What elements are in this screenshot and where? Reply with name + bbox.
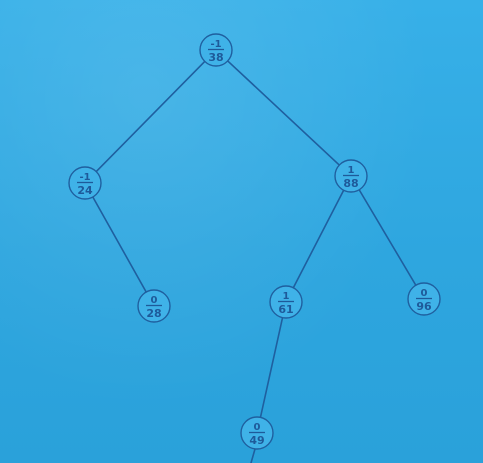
node-key: 28 — [146, 307, 161, 320]
tree-node-88: 188 — [334, 159, 368, 193]
node-key: 96 — [416, 300, 432, 313]
edge-49-offscreen — [250, 448, 256, 463]
node-key: 49 — [249, 434, 264, 447]
balance-factor: 0 — [151, 295, 158, 306]
balance-factor: 1 — [283, 291, 290, 302]
tree-node-38: -138 — [199, 33, 233, 67]
edges-layer — [92, 60, 417, 463]
edge-61-49 — [259, 316, 284, 419]
edge-24-28 — [92, 196, 147, 293]
balance-factor: 0 — [254, 422, 261, 433]
tree-node-24: -124 — [68, 166, 102, 200]
tree-node-49: 049 — [240, 416, 274, 450]
edge-88-96 — [358, 188, 417, 287]
edge-38-24 — [95, 60, 206, 173]
edge-38-88 — [226, 60, 341, 166]
balance-factor: -1 — [79, 172, 90, 183]
balance-factor: 0 — [421, 288, 428, 299]
node-key: 38 — [208, 51, 223, 64]
node-key: 88 — [343, 177, 358, 190]
tree-node-28: 028 — [137, 289, 171, 323]
edge-88-61 — [292, 189, 345, 289]
balance-factor: -1 — [210, 39, 221, 50]
node-key: 24 — [77, 184, 93, 197]
tree-node-96: 096 — [407, 282, 441, 316]
node-key: 61 — [278, 303, 293, 316]
tree-node-61: 161 — [269, 285, 303, 319]
balance-factor: 1 — [348, 165, 355, 176]
